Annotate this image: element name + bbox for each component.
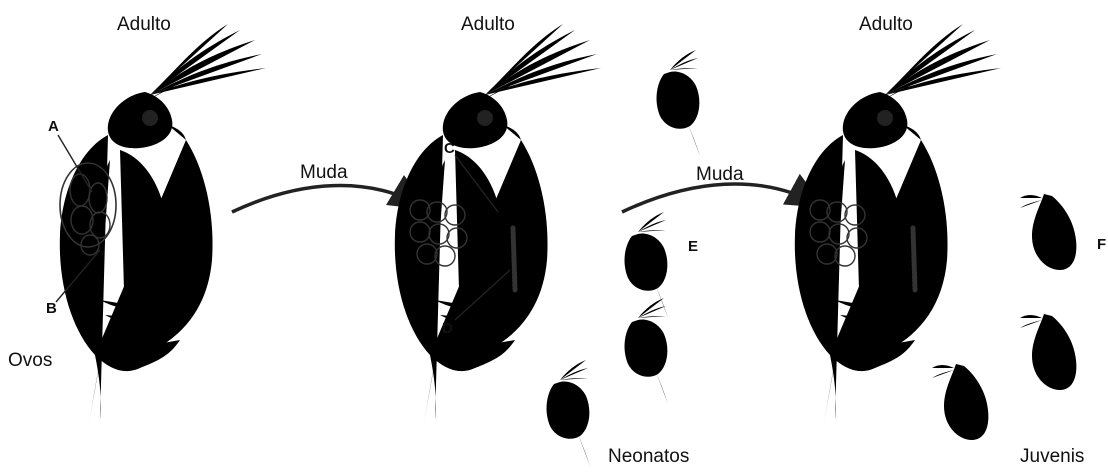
- juveniles-label: Juvenis: [1020, 446, 1084, 468]
- adult-label-2: Adulto: [461, 14, 515, 36]
- adult-daphnia-2: [395, 24, 601, 428]
- marker-d: D: [442, 320, 453, 337]
- neonate-1: [657, 50, 700, 156]
- neonate-2: [625, 212, 668, 318]
- adult-daphnia-3: [795, 24, 1001, 428]
- neonate-4: [547, 360, 590, 466]
- marker-b: B: [46, 300, 57, 317]
- marker-c: C: [444, 140, 455, 157]
- juvenile-2: [1020, 314, 1076, 414]
- adult-daphnia-1: [60, 24, 266, 428]
- molt-label-1: Muda: [300, 162, 348, 184]
- marker-a: A: [48, 118, 59, 135]
- molt-arrow-2: [622, 184, 822, 212]
- molt-label-2: Muda: [696, 164, 744, 186]
- neonate-3: [625, 298, 668, 404]
- marker-f: F: [1097, 236, 1106, 253]
- juvenile-1: [1020, 194, 1076, 294]
- neonates-label: Neonatos: [608, 446, 689, 468]
- marker-e: E: [688, 238, 698, 255]
- molt-arrow-1: [232, 186, 425, 212]
- juvenile-3: [932, 364, 988, 464]
- adult-label-3: Adulto: [859, 14, 913, 36]
- eggs-label: Ovos: [8, 350, 52, 372]
- adult-label-1: Adulto: [117, 14, 171, 36]
